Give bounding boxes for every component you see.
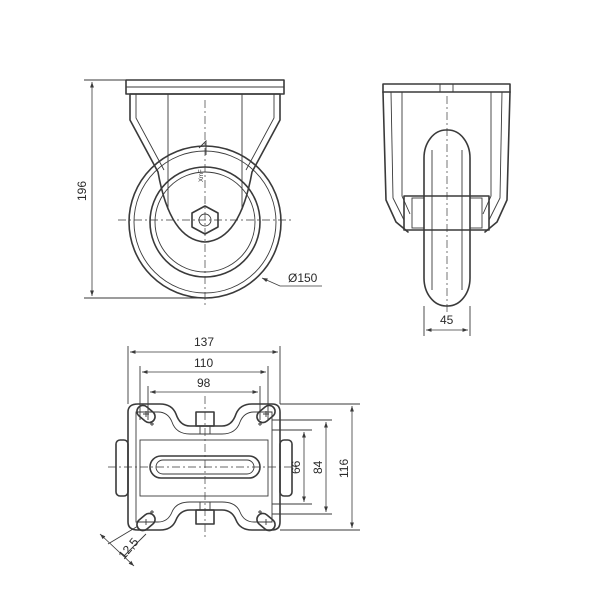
dim-bolt-spacing-inner-text: 98 (197, 376, 211, 390)
dim-slot-size-text: 12,5 (116, 535, 142, 562)
dim-bolt-hole-66-text: 66 (289, 460, 303, 474)
bolt-holes (136, 404, 276, 532)
dim-bolt-hole-84-text: 84 (311, 460, 325, 474)
dim-plate-width-text: 137 (194, 335, 214, 349)
dim-wheel-diameter-text: Ø150 (288, 271, 318, 285)
side-view: 45 (382, 83, 511, 336)
dim-bolt-spacing-outer-text: 110 (194, 356, 213, 370)
dim-overall-height-text: 196 (75, 181, 89, 201)
fork-body (129, 93, 281, 243)
fork-leg-left (382, 91, 409, 233)
front-view: XmF 196 Ø150 (75, 79, 322, 308)
dim-slot-size (99, 533, 135, 567)
top-view: 137 110 98 66 84 116 12,5 (99, 335, 360, 567)
fork-leg-right (484, 91, 511, 233)
dim-wheel-width-text: 45 (440, 313, 454, 327)
dim-plate-length-text: 116 (337, 459, 351, 478)
dim-wheel-diameter-leader (261, 277, 322, 287)
logo-mark: XmF (199, 169, 205, 182)
mounting-plate (127, 403, 281, 531)
